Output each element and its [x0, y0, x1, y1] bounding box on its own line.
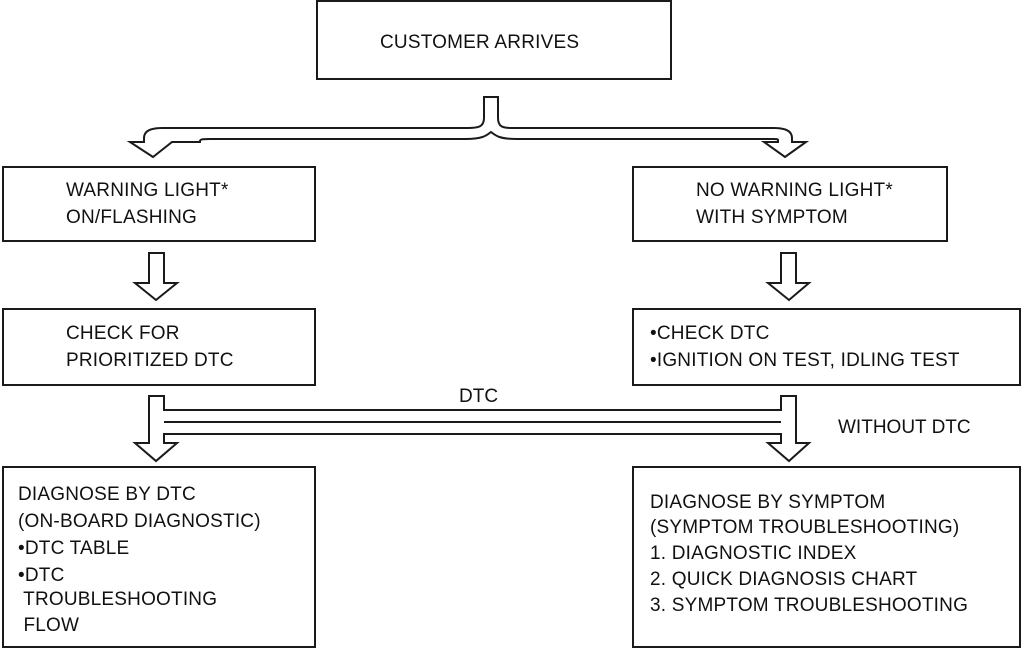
- node-warning-light-on: WARNING LIGHT* ON/FLASHING: [2, 166, 316, 242]
- node-check-dtc-line-2: •IGNITION ON TEST, IDLING TEST: [650, 350, 960, 371]
- diag-dtc-line-3: •DTC TABLE: [18, 538, 130, 559]
- node-customer-arrives: CUSTOMER ARRIVES: [316, 0, 672, 80]
- diag-symptom-line-2: (SYMPTOM TROUBLESHOOTING): [650, 517, 960, 538]
- node-check-prioritized-dtc: CHECK FOR PRIORITIZED DTC: [2, 308, 316, 386]
- diag-dtc-line-5: TROUBLESHOOTING: [18, 589, 218, 610]
- diag-dtc-line-6: FLOW: [18, 615, 80, 636]
- edge-label-without-dtc: WITHOUT DTC: [838, 417, 971, 438]
- diag-symptom-line-5: 3. SYMPTOM TROUBLESHOOTING: [650, 595, 969, 616]
- node-check-line-2: PRIORITIZED DTC: [66, 350, 234, 371]
- diag-symptom-line-1: DIAGNOSE BY SYMPTOM: [650, 492, 886, 513]
- node-warning-line-2: ON/FLASHING: [66, 207, 197, 228]
- diag-symptom-line-4: 2. QUICK DIAGNOSIS CHART: [650, 569, 918, 590]
- node-check-line-1: CHECK FOR: [66, 323, 180, 344]
- node-no-warning-line-2: WITH SYMPTOM: [696, 207, 848, 228]
- node-check-dtc-tests: •CHECK DTC •IGNITION ON TEST, IDLING TES…: [632, 308, 1021, 386]
- node-diagnose-by-dtc: DIAGNOSE BY DTC (ON-BOARD DIAGNOSTIC) •D…: [2, 466, 316, 648]
- node-customer-arrives-label: CUSTOMER ARRIVES: [380, 32, 580, 53]
- node-no-warning-line-1: NO WARNING LIGHT*: [696, 180, 893, 201]
- diag-dtc-line-1: DIAGNOSE BY DTC: [18, 484, 196, 505]
- node-warning-line-1: WARNING LIGHT*: [66, 180, 229, 201]
- node-no-warning-light: NO WARNING LIGHT* WITH SYMPTOM: [632, 166, 948, 242]
- node-diagnose-by-symptom: DIAGNOSE BY SYMPTOM (SYMPTOM TROUBLESHOO…: [632, 466, 1021, 648]
- edge-label-dtc: DTC: [459, 386, 499, 407]
- down-arrow-left-1: [132, 252, 180, 302]
- down-arrow-right-1: [765, 252, 812, 302]
- diag-dtc-line-4: •DTC: [18, 565, 65, 586]
- diag-symptom-line-3: 1. DIAGNOSTIC INDEX: [650, 543, 857, 564]
- split-arrow: [126, 96, 810, 159]
- node-check-dtc-line-1: •CHECK DTC: [650, 323, 770, 344]
- diag-dtc-line-2: (ON-BOARD DIAGNOSTIC): [18, 511, 261, 532]
